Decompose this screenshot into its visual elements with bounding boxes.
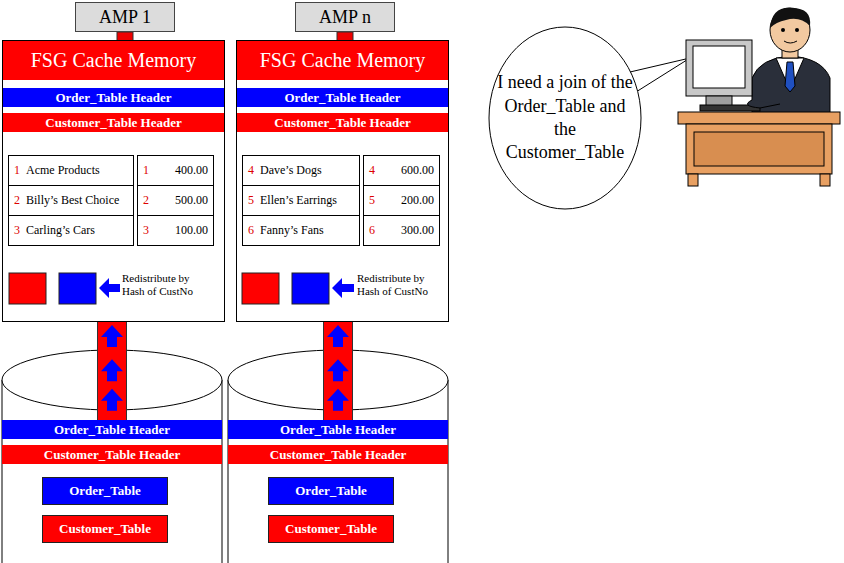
panel-heading: FSG Cache Memory [237,41,448,80]
customer-row: 5 Ellen’s Earrings [242,185,360,216]
order-amount: 500.00 [175,193,208,208]
bubble-tail [630,58,690,92]
customer-header-band: Customer_Table Header [228,445,448,464]
amp-box: AMP 1 [75,2,175,32]
customer-row: 3 Carling’s Cars [8,215,134,246]
red-square [242,273,279,304]
node-label: AMP n [319,7,371,28]
node-label: Order_Table Header [55,90,171,106]
amp-box: AMP n [295,2,395,32]
left-arrow [99,278,120,298]
customer-row: 1 Acme Products [8,155,134,186]
node-label: Customer_Table [285,521,377,537]
row-number: 3 [14,223,20,238]
order-table-box: Order_Table [268,477,394,505]
order-amount: 600.00 [401,163,434,178]
red-square [9,273,46,304]
note-label: Redistribute by Hash of CustNo [122,272,210,298]
customer-row: 2 Billy’s Best Choice [8,185,134,216]
note-label: Redistribute by Hash of CustNo [357,272,443,298]
customer-row: 6 Fanny’s Fans [242,215,360,246]
customer-header-band: Customer_Table Header [2,445,222,464]
cache-panel: FSG Cache MemoryOrder_Table HeaderCustom… [2,40,225,322]
order-header-band: Order_Table Header [2,420,222,439]
order-header-band: Order_Table Header [228,420,448,439]
customer-name: Ellen’s Earrings [260,193,337,208]
customer-header-band: Customer_Table Header [237,113,448,132]
node-label: Order_Table Header [280,422,396,438]
order-header-band: Order_Table Header [3,88,224,107]
order-row: 2 500.00 [137,185,214,216]
node-label: Customer_Table Header [45,115,181,131]
node-label: Customer_Table Header [274,115,410,131]
customer-table-box: Customer_Table [268,515,394,543]
bubble-outline [488,26,642,210]
node-label: Order_Table Header [284,90,400,106]
order-table-box: Order_Table [42,477,168,505]
row-number: 2 [143,193,149,208]
node-label: Order_Table [69,483,141,499]
order-row: 6 300.00 [363,215,440,246]
customer-header-band: Customer_Table Header [3,113,224,132]
customer-name: Billy’s Best Choice [26,193,119,208]
row-number: 3 [143,223,149,238]
row-number: 4 [248,163,254,178]
row-number: 1 [143,163,149,178]
speech-bubble: I need a join of the Order_Table and the… [488,26,642,210]
customer-name: Carling’s Cars [26,223,95,238]
customer-name: Dave’s Dogs [260,163,322,178]
order-row: 4 600.00 [363,155,440,186]
row-number: 6 [369,223,375,238]
row-number: 5 [369,193,375,208]
customer-table-box: Customer_Table [42,515,168,543]
row-number: 2 [14,193,20,208]
transfer-channel [101,322,123,420]
node-label: Order_Table [295,483,367,499]
row-number: 4 [369,163,375,178]
customer-name: Fanny’s Fans [260,223,324,238]
panel-heading: FSG Cache Memory [3,41,224,80]
disk-body [228,380,448,563]
node-label: Order_Table Header [54,422,170,438]
blue-square [292,273,329,304]
node-label: I need a join of the Order_Table and the… [494,71,636,165]
customer-row: 4 Dave’s Dogs [242,155,360,186]
transfer-channel [327,322,349,420]
order-amount: 300.00 [401,223,434,238]
order-row: 3 100.00 [137,215,214,246]
order-amount: 400.00 [175,163,208,178]
node-label: AMP 1 [99,7,151,28]
person-at-desk [678,8,840,186]
order-header-band: Order_Table Header [237,88,448,107]
disk-body [2,380,222,563]
node-label: Customer_Table Header [44,447,180,463]
row-number: 6 [248,223,254,238]
customer-name: Acme Products [26,163,100,178]
row-number: 1 [14,163,20,178]
blue-square [59,273,96,304]
order-amount: 100.00 [175,223,208,238]
left-arrow [332,278,354,298]
order-row: 5 200.00 [363,185,440,216]
node-label: Customer_Table [59,521,151,537]
node-label: Customer_Table Header [270,447,406,463]
row-number: 5 [248,193,254,208]
order-row: 1 400.00 [137,155,214,186]
order-amount: 200.00 [401,193,434,208]
